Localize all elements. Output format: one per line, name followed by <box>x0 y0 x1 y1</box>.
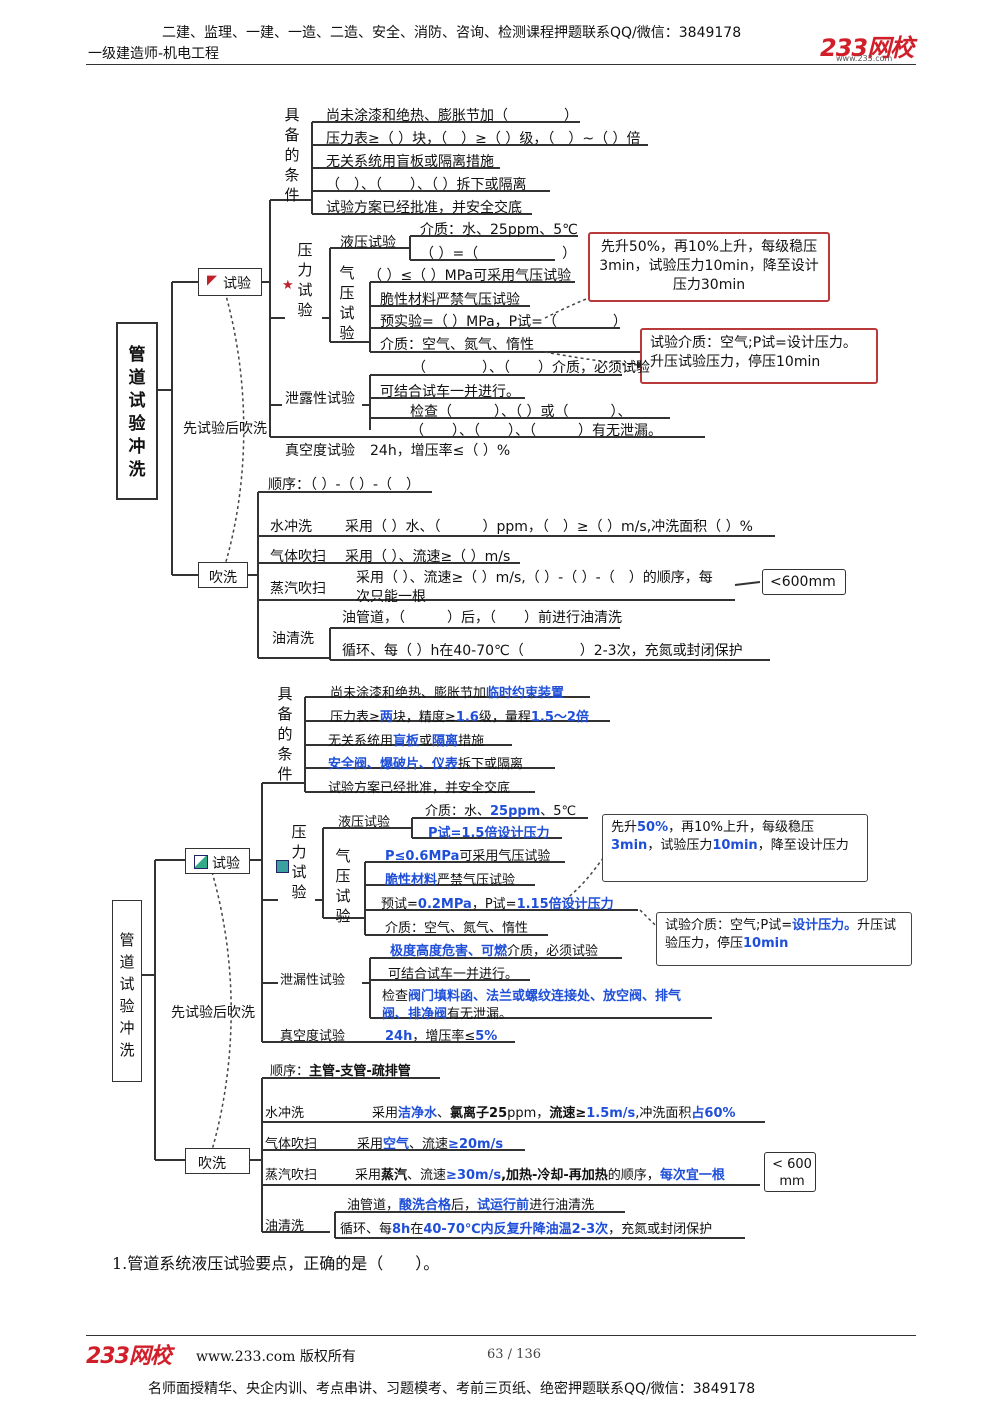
top-water-text: 采用（ ）水、（ ）ppm，（ ）≥（ ）m/s,冲洗面积（ ）% <box>345 519 753 535</box>
top-oil-label: 油清洗 <box>272 631 314 647</box>
footer-copyright: www.233.com 版权所有 <box>196 1349 356 1365</box>
bot-order: 顺序：主管-支管-疏排管 <box>270 1064 411 1079</box>
blow-label: 吹洗 <box>209 570 237 586</box>
top-cond-4: （ ）、（ ）、（ ）拆下或隔离 <box>326 177 527 193</box>
top-hydro-1: 介质：水、25ppm、5℃ <box>420 222 578 238</box>
bot-gas-2: 脆性材料严禁气压试验 <box>385 873 516 888</box>
bot-vac-text: 24h，增压率≤5% <box>385 1029 498 1044</box>
bot-oil-text-1: 油管道，酸洗合格后，试运行前进行油清洗 <box>347 1198 595 1213</box>
bot-gas-1: P≤0.6MPa可采用气压试验 <box>385 849 551 864</box>
top-cond-2: 压力表≥（ ）块，（ ）≥（ ）级，（ ）~（ ）倍 <box>326 131 641 147</box>
note-box-top-2: 试验介质：空气;P试=设计压力。升压试验压力，停压10min <box>640 328 878 384</box>
top-cond-3: 无关系统用盲板或隔离措施 <box>326 154 494 170</box>
flag-icon: ◤ <box>207 273 217 288</box>
header-logo-url: www.233.com <box>836 54 893 63</box>
top-leak-4: （ ）、（ ）、（ ）有无泄漏。 <box>410 423 662 439</box>
blow-node-bottom: 吹洗 <box>185 1148 250 1174</box>
test-label: 试验 <box>223 276 251 292</box>
top-hydro-2: （ ）=（ ） <box>420 246 577 262</box>
top-leak-3: 检查（ ）、（ ）或（ ）、 <box>410 404 632 420</box>
bot-oil-text-2: 循环、每8h在40-70℃内反复升降油温2-3次，充氮或封闭保护 <box>340 1222 713 1237</box>
header-rule <box>86 64 916 65</box>
bot-cond-2: 压力表≥两块，精度≥1.6级，量程1.5～2倍 <box>330 710 589 725</box>
top-steam-text-1: 采用（ ）、流速≥（ ）m/s,（ ）-（ ）-（ ）的顺序，每 <box>356 570 713 586</box>
header-logo: 233网校 <box>820 34 914 62</box>
top-gas-1: （ ）≤（ ）MPa可采用气压试验 <box>368 268 572 284</box>
bot-air-label: 气体吹扫 <box>265 1137 318 1152</box>
top-oil-text-1: 油管道，（ ）后，（ ）前进行油清洗 <box>342 610 622 626</box>
bot-steam-label: 蒸汽吹扫 <box>265 1168 318 1183</box>
top-order: 顺序：（ ）-（ ）-（ ） <box>268 477 421 493</box>
flow-label-top: 先试验后吹洗 <box>183 421 267 437</box>
bot-water-text: 采用洁净水、氯离子25ppm，流速≥1.5m/s,冲洗面积占60% <box>372 1106 736 1121</box>
bot-hydro-1: 介质：水、25ppm、5℃ <box>425 804 577 819</box>
bot-hydro-2: P试=1.5倍设计压力 <box>428 826 550 841</box>
bot-leak-label: 泄漏性试验 <box>280 973 346 988</box>
top-air-text: 采用（ ）、流速≥（ ）m/s <box>345 549 511 565</box>
bot-hydro-label: 液压试验 <box>338 815 391 830</box>
bot-vac-label: 真空度试验 <box>280 1029 346 1044</box>
bot-oil-label: 油清洗 <box>265 1219 305 1234</box>
test-node-bottom: 试验 <box>185 848 250 874</box>
gas-label-top: 气压试验 <box>339 264 355 342</box>
bot-cond-1: 尚未涂漆和绝热、膨胀节加临时约束装置 <box>330 686 565 701</box>
top-gas-2: 脆性材料严禁气压试验 <box>380 292 520 308</box>
footer-bottom-line: 名师面授精华、央企内训、考点串讲、习题模考、考前三页纸、绝密押题联系QQ/微信：… <box>148 1381 756 1397</box>
star-icon: ★ <box>282 278 294 293</box>
flow-label-bottom: 先试验后吹洗 <box>171 1005 255 1021</box>
top-steam-text-2: 次只能一根 <box>356 589 426 605</box>
pressure-label-bottom: 压力试验 <box>291 823 307 901</box>
top-cond-1: 尚未涂漆和绝热、膨胀节加（ ） <box>326 108 578 124</box>
bot-cond-3: 无关系统用盲板或隔离措施 <box>328 734 485 749</box>
question-text: 1.管道系统液压试验要点，正确的是（ ）。 <box>112 1254 440 1273</box>
bot-water-label: 水冲洗 <box>265 1106 305 1121</box>
top-leak-2: 可结合试车一并进行。 <box>380 384 520 400</box>
bot-leak-2: 可结合试车一并进行。 <box>388 967 519 982</box>
footer-logo: 233网校 <box>86 1344 172 1369</box>
header-subtitle: 一级建造师-机电工程 <box>88 46 220 62</box>
top-hydro-label: 液压试验 <box>340 235 396 251</box>
top-cond-5: 试验方案已经批准，并安全交底 <box>326 200 522 216</box>
gas-label-bottom: 气压试验 <box>335 847 351 925</box>
top-air-label: 气体吹扫 <box>270 549 326 565</box>
note-box-bottom-2: 试验介质：空气;P试=设计压力。升压试验压力，停压10min <box>656 912 912 966</box>
top-steam-label: 蒸汽吹扫 <box>270 581 326 597</box>
top-water-label: 水冲洗 <box>270 519 312 535</box>
root-node-bottom: 管道试验冲洗 <box>112 900 142 1082</box>
top-leak-1: （ ）、（ ）介质，必须试验 <box>412 360 650 376</box>
pressure-label-top: 压力试验 <box>297 241 313 319</box>
bot-steam-text: 采用蒸汽、流速≥30m/s,加热-冷却-再加热的顺序，每次宜一根 <box>355 1168 725 1183</box>
bot-leak-3: 检查阀门填料函、法兰或螺纹连接处、放空阀、排气 <box>382 989 682 1004</box>
bot-leak-4: 阀、排净阀有无泄漏。 <box>382 1007 513 1022</box>
conditions-label-bottom: 具备的条件 <box>277 685 293 783</box>
note-box-bottom-1: 先升50%，再10%上升，每级稳压3min，试验压力10min，降至设计压力 <box>602 814 868 882</box>
conditions-label-top: 具备的条件 <box>284 106 300 204</box>
bot-cond-4: 安全阀、爆破片、仪表拆下或隔离 <box>328 757 524 772</box>
blow-node-top: 吹洗 <box>198 562 248 588</box>
page-number: 63 / 136 <box>487 1347 541 1362</box>
checkbox-icon <box>276 860 289 873</box>
top-oil-text-2: 循环、每（ ）h在40-70℃（ ）2-3次，充氮或封闭保护 <box>342 643 743 659</box>
root-node-top: 管道试验冲洗 <box>116 322 158 500</box>
top-gas-4: 介质：空气、氮气、惰性 <box>380 337 534 353</box>
top-leak-label: 泄露性试验 <box>285 391 355 407</box>
bot-gas-4: 介质：空气、氮气、惰性 <box>385 921 529 936</box>
bot-cond-5: 试验方案已经批准，并安全交底 <box>328 781 511 796</box>
footer-rule <box>86 1335 916 1336</box>
note-box-top-1: 先升50%，再10%上升，每级稳压3min，试验压力10min，降至设计压力30… <box>588 232 830 302</box>
bot-air-text: 采用空气、流速≥20m/s <box>357 1137 504 1152</box>
header-top-line: 二建、监理、一建、一造、二造、安全、消防、咨询、检测课程押题联系QQ/微信：38… <box>162 25 742 41</box>
top-gas-3: 预实验=（ ）MPa，P试=（ ） <box>380 314 627 330</box>
bot-leak-1: 极度高度危害、可燃介质，必须试验 <box>390 944 599 959</box>
bot-steam-note: < 600 mm <box>764 1152 816 1192</box>
note-icon <box>194 855 208 869</box>
test-node-top: ◤ 试验 <box>198 268 262 296</box>
top-steam-note: <600mm <box>762 569 846 595</box>
top-vac-label: 真空度试验 <box>285 443 355 459</box>
top-vac-text: 24h，增压率≤（ ）% <box>370 443 511 459</box>
bot-gas-3: 预试=0.2MPa，P试=1.15倍设计压力 <box>381 897 614 912</box>
